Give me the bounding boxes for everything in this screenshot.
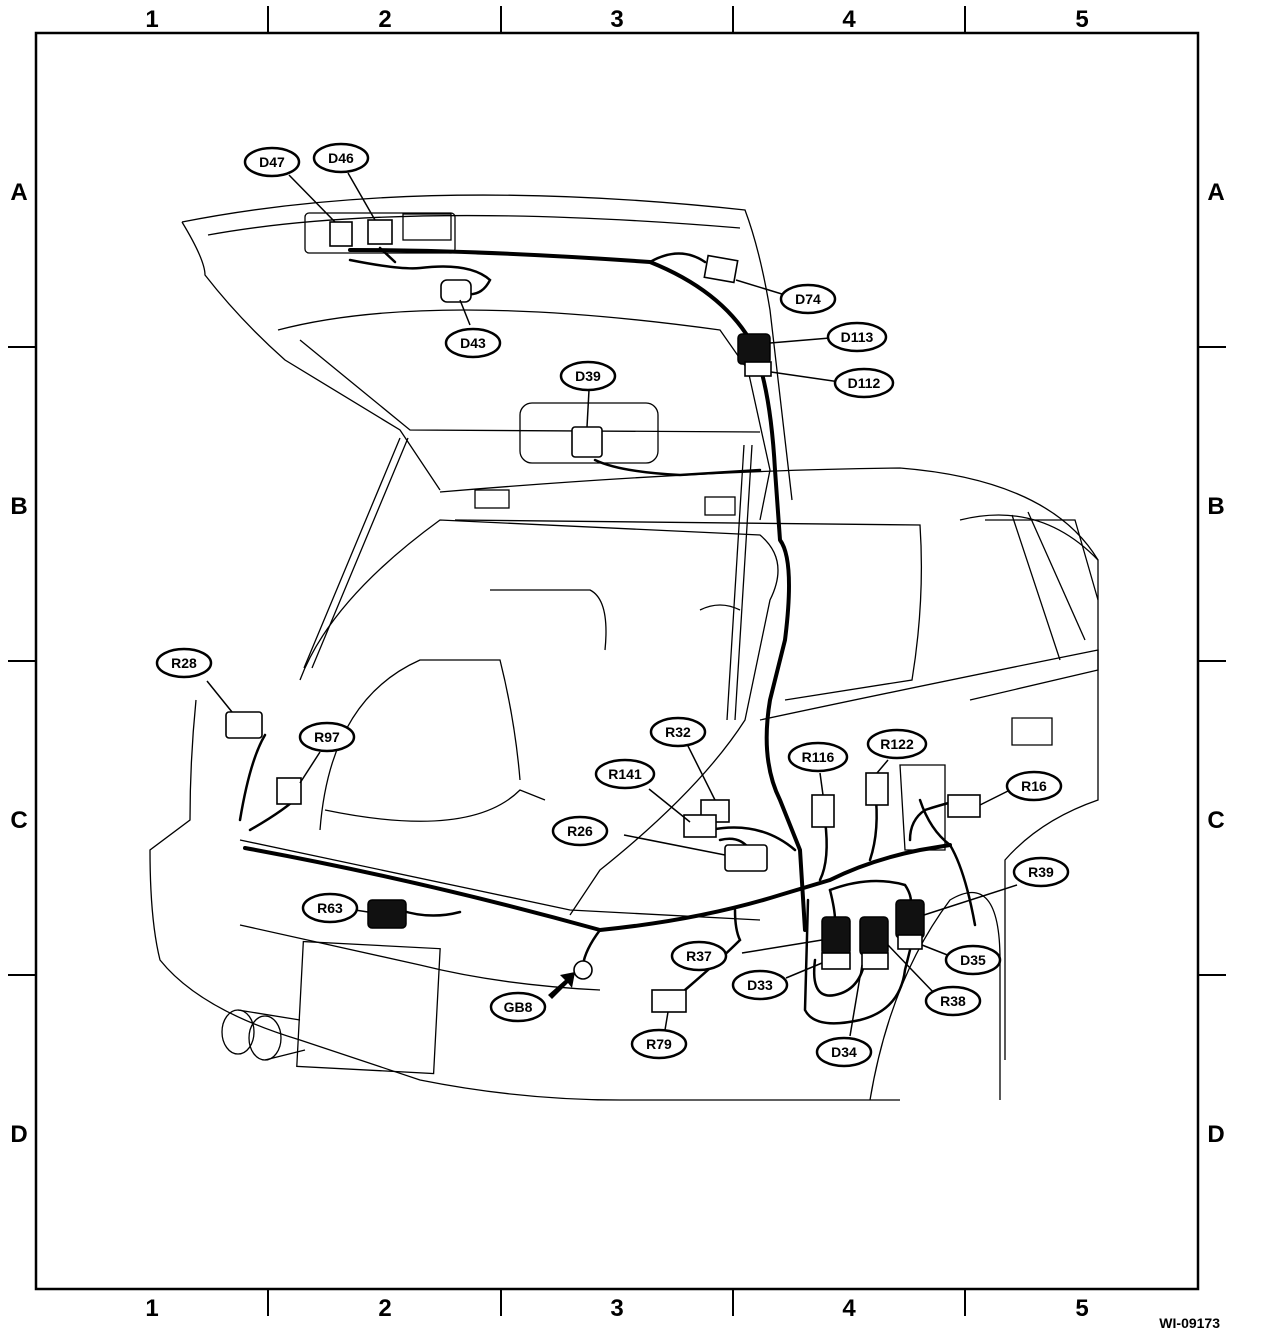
label-R79: R79 [630, 1028, 688, 1060]
grid-labels: 1 2 3 4 5 1 2 3 4 5 A B C D A B C D [10, 6, 1224, 1322]
connector-R79 [651, 989, 687, 1013]
label-R28: R28 [155, 647, 213, 679]
row-label-right: D [1207, 1121, 1224, 1148]
label-text: D46 [328, 150, 354, 166]
connector-D112 [744, 361, 772, 377]
label-D33: D33 [731, 969, 789, 1001]
label-R26: R26 [551, 815, 609, 847]
col-label-bottom: 1 [145, 1295, 158, 1322]
label-R38: R38 [924, 985, 982, 1017]
label-text: R37 [686, 948, 712, 964]
connector-R116 [811, 794, 835, 828]
label-text: D34 [831, 1044, 857, 1060]
col-label-top: 1 [145, 6, 158, 33]
label-D43: D43 [444, 327, 502, 359]
wiring-harness [238, 246, 977, 1025]
label-text: R122 [880, 736, 914, 752]
connector-D74 [703, 254, 739, 284]
label-R116: R116 [787, 741, 849, 773]
label-text: D39 [575, 368, 601, 384]
label-D34: D34 [815, 1036, 873, 1068]
label-text: R39 [1028, 864, 1054, 880]
row-label-left: C [10, 807, 27, 834]
connector-D47 [329, 221, 353, 247]
label-text: D74 [795, 291, 821, 307]
label-D112: D112 [833, 367, 895, 399]
label-text: R38 [940, 993, 966, 1009]
row-label-left: D [10, 1121, 27, 1148]
label-text: R97 [314, 729, 340, 745]
col-label-bottom: 2 [378, 1295, 391, 1322]
label-R39: R39 [1012, 856, 1070, 888]
row-label-right: A [1207, 179, 1224, 206]
leader-lines [206, 172, 1018, 1037]
connector-D33 [821, 952, 851, 970]
label-text: R141 [608, 766, 642, 782]
label-R122: R122 [866, 728, 928, 760]
connector-D34 [861, 952, 889, 970]
row-label-right: B [1207, 493, 1224, 520]
connector-D113 [737, 333, 771, 365]
row-label-left: A [10, 179, 27, 206]
label-text: R32 [665, 724, 691, 740]
connector-R122 [865, 772, 889, 806]
label-D74: D74 [779, 283, 837, 315]
label-text: R79 [646, 1036, 672, 1052]
label-text: D33 [747, 977, 773, 993]
label-text: D112 [848, 375, 881, 391]
connector-R16 [947, 794, 981, 818]
arrow-icon [548, 972, 575, 999]
connector-D39 [571, 426, 603, 458]
row-label-left: B [10, 493, 27, 520]
connector-R28 [225, 711, 263, 739]
col-label-top: 5 [1075, 6, 1088, 33]
label-R16: R16 [1005, 770, 1063, 802]
label-text: D35 [960, 952, 986, 968]
label-text: R116 [802, 749, 835, 765]
label-text: R26 [567, 823, 593, 839]
connector-R39 [895, 899, 925, 939]
col-label-top: 4 [842, 6, 856, 33]
connector-R63 [367, 899, 407, 929]
connector-bodies [225, 219, 981, 1013]
connector-D46 [367, 219, 393, 245]
connector-R26 [724, 844, 768, 872]
figure-code: WI-09173 [1159, 1315, 1220, 1331]
col-label-bottom: 4 [842, 1295, 856, 1322]
label-GB8: GB8 [489, 991, 547, 1023]
grid-ticks [8, 6, 1226, 1316]
col-label-top: 2 [378, 6, 391, 33]
label-R32: R32 [649, 716, 707, 748]
label-R97: R97 [298, 721, 356, 753]
connector-D35 [897, 934, 923, 950]
label-D46: D46 [312, 142, 370, 174]
label-D39: D39 [559, 360, 617, 392]
row-label-right: C [1207, 807, 1224, 834]
label-R37: R37 [670, 940, 728, 972]
connector-labels: D47 D46 D74 D43 D113 D112 D39 R28 R97 R3… [155, 142, 1070, 1068]
label-text: D47 [259, 154, 285, 170]
col-label-bottom: 3 [610, 1295, 623, 1322]
connector-R37 [821, 916, 851, 956]
label-text: D113 [841, 329, 874, 345]
label-text: D43 [460, 335, 486, 351]
label-D47: D47 [243, 146, 301, 178]
col-label-bottom: 5 [1075, 1295, 1088, 1322]
col-label-top: 3 [610, 6, 623, 33]
label-text: R28 [171, 655, 197, 671]
label-text: R16 [1021, 778, 1047, 794]
label-text: R63 [317, 900, 343, 916]
label-D113: D113 [826, 321, 888, 353]
label-R141: R141 [594, 758, 656, 790]
label-R63: R63 [301, 892, 359, 924]
connector-D43 [440, 279, 472, 303]
label-text: GB8 [504, 999, 533, 1015]
ground-terminal-GB8 [573, 960, 593, 980]
connector-R38 [859, 916, 889, 956]
connector-R97 [276, 777, 302, 805]
label-D35: D35 [944, 944, 1002, 976]
connector-R141 [683, 814, 717, 838]
